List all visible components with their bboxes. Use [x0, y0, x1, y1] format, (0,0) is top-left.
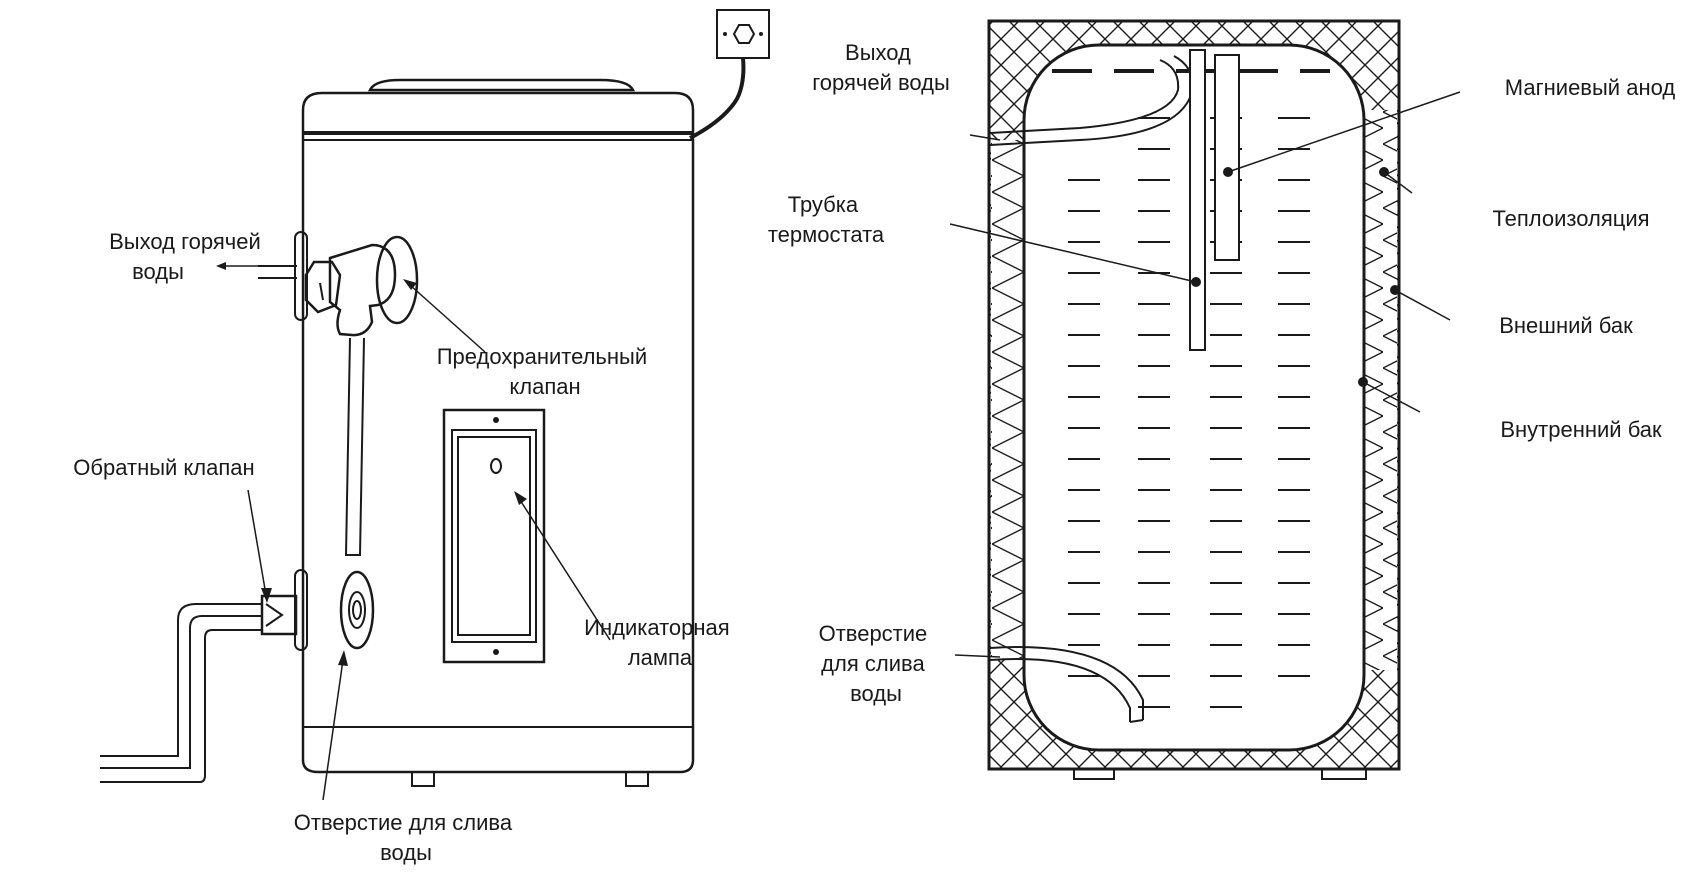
indicator-panel	[442, 408, 546, 664]
right-leader-lines	[949, 91, 1461, 658]
power-cord	[689, 57, 746, 140]
exterior-view: Выход горячей воды Предохранительный кла…	[73, 9, 770, 865]
heater-lid	[367, 78, 636, 92]
thermostat-tube	[1189, 49, 1206, 351]
label-insulation: Теплоизоляция	[1492, 206, 1649, 231]
label-indicator-lamp: Индикаторная лампа	[584, 615, 736, 670]
magnesium-anode	[1214, 54, 1240, 261]
safety-valve	[304, 235, 419, 556]
heater-body	[301, 91, 695, 787]
label-magnesium-anode: Магниевый анод	[1505, 75, 1676, 100]
label-drain-hole-left: Отверстие для слива воды	[294, 810, 518, 865]
label-hot-water-outlet-right: Выход горячей воды	[812, 40, 950, 95]
drain-pipe	[989, 646, 1144, 720]
inner-tank	[1022, 43, 1366, 752]
label-inner-tank: Внутренний бак	[1500, 417, 1662, 442]
hot-water-outlet-pipe	[989, 59, 1180, 134]
label-hot-water-outlet-left: Выход горячей воды	[109, 229, 267, 284]
label-check-valve: Обратный клапан	[73, 455, 254, 480]
left-leader-lines	[216, 262, 611, 801]
label-safety-valve: Предохранительный клапан	[437, 344, 654, 399]
cross-section-view: Выход горячей воды Трубка термостата Отв…	[768, 19, 1676, 780]
label-thermostat-tube: Трубка термостата	[768, 192, 885, 247]
wall-socket	[716, 9, 770, 59]
label-outer-tank: Внешний бак	[1499, 313, 1633, 338]
drain-hole	[339, 570, 375, 650]
check-valve-inlet	[100, 569, 308, 783]
label-drain-hole-right: Отверстие для слива воды	[819, 621, 934, 706]
